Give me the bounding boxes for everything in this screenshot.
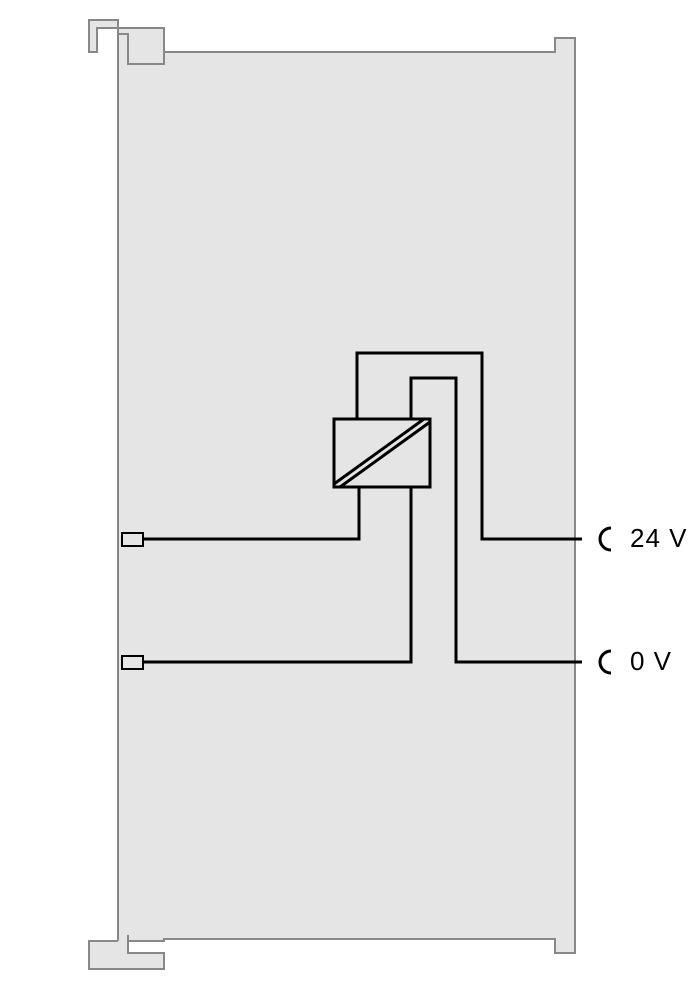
terminal-0v-label: 0 V <box>630 646 672 676</box>
terminal-24v-label: 24 V <box>630 523 688 553</box>
converter-box <box>332 417 432 489</box>
converter-diagonal-2 <box>339 420 431 489</box>
terminal-24v-symbol <box>598 526 612 552</box>
top-rail-clip <box>88 19 165 65</box>
module-housing <box>88 33 576 970</box>
bottom-rail-clip <box>88 935 165 970</box>
terminal-0v-symbol <box>598 649 612 675</box>
wire-upper-contact <box>143 487 361 541</box>
wire-24v-supply <box>355 351 582 541</box>
bus-contact-lower <box>121 655 144 670</box>
converter-block <box>332 417 432 489</box>
bus-contact-upper <box>121 532 144 547</box>
wire-0v-supply <box>409 376 582 664</box>
wire-lower-contact <box>143 487 413 664</box>
wiring <box>143 351 582 664</box>
converter-diagonal-1 <box>333 417 425 486</box>
